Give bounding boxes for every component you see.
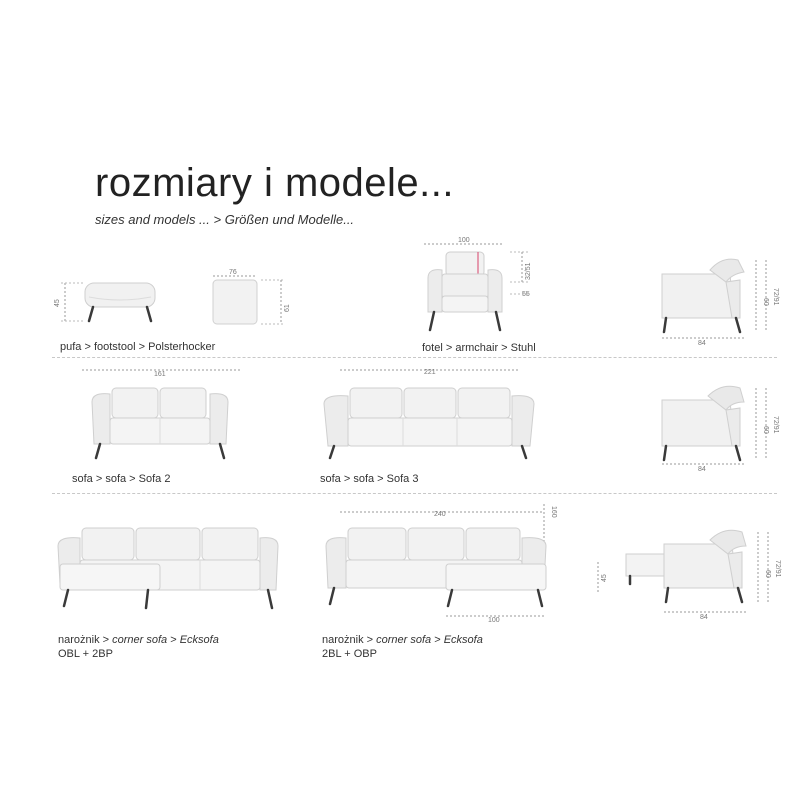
sofa3-width-label: 221 bbox=[424, 369, 436, 376]
page-subtitle: sizes and models ... > Größen und Modell… bbox=[95, 212, 355, 227]
corner-sofa1-caption: narożnik > corner sofa > Ecksofa bbox=[58, 634, 219, 646]
corner-sofa2-code: 2BL + OBP bbox=[322, 648, 377, 660]
armchair-head-label: 32/51 bbox=[525, 262, 532, 280]
sofa2-image: 161 bbox=[82, 369, 240, 460]
row-separator bbox=[52, 357, 777, 358]
corner-sofa2-chaise-label: 160 bbox=[550, 506, 557, 518]
armchair-side-depth-label: 84 bbox=[698, 340, 706, 347]
footstool-height-label: 45 bbox=[54, 299, 61, 307]
corner-sofa-side-height-label: 45 bbox=[601, 574, 608, 582]
armchair-side-back-label: 60 bbox=[762, 298, 769, 306]
corner-sofa-side-image: 45 84 60 72/91 bbox=[597, 529, 781, 621]
sofa3-caption: sofa > sofa > Sofa 3 bbox=[320, 473, 419, 485]
sofa2-caption: sofa > sofa > Sofa 2 bbox=[72, 473, 171, 485]
corner-sofa-side-depth-label: 84 bbox=[700, 614, 708, 621]
footstool-top-image: 76 61 bbox=[212, 269, 291, 325]
armchair-side-image: 84 60 72/91 bbox=[661, 258, 779, 347]
footstool-width-label: 76 bbox=[229, 269, 237, 276]
corner-sofa1-image bbox=[57, 527, 279, 610]
footstool-caption: pufa > footstool > Polsterhocker bbox=[60, 341, 216, 353]
sofa2-width-label: 161 bbox=[154, 371, 166, 378]
corner-sofa-side-back-label: 60 bbox=[764, 570, 771, 578]
armchair-image: 100 32/51 55 bbox=[424, 237, 532, 332]
corner-sofa2-width-label: 240 bbox=[434, 511, 446, 518]
corner-sofa2-depth-label: 100 bbox=[488, 617, 500, 624]
armchair-side-total-label: 72/91 bbox=[772, 288, 779, 306]
corner-sofa-side-total-label: 72/91 bbox=[774, 560, 781, 578]
sofa-side-back-label: 60 bbox=[762, 426, 769, 434]
armchair-width-label: 100 bbox=[458, 237, 470, 244]
corner-sofa1-code: OBL + 2BP bbox=[58, 648, 113, 660]
footstool-image: 45 bbox=[54, 282, 156, 323]
sofa-side-depth-label: 84 bbox=[698, 466, 706, 473]
armchair-seat-label: 55 bbox=[522, 291, 530, 298]
sofa3-image: 221 bbox=[323, 369, 535, 460]
sofa-side-image: 84 60 72/91 bbox=[661, 385, 779, 473]
row-separator bbox=[52, 493, 777, 494]
armchair-caption: fotel > armchair > Stuhl bbox=[422, 342, 536, 354]
page-title: rozmiary i modele... bbox=[95, 161, 454, 205]
corner-sofa2-caption: narożnik > corner sofa > Ecksofa bbox=[322, 634, 483, 646]
corner-sofa2-image: 240 160 100 bbox=[325, 504, 557, 624]
footstool-depth-label: 61 bbox=[284, 304, 291, 312]
sofa-side-total-label: 72/91 bbox=[772, 416, 779, 434]
